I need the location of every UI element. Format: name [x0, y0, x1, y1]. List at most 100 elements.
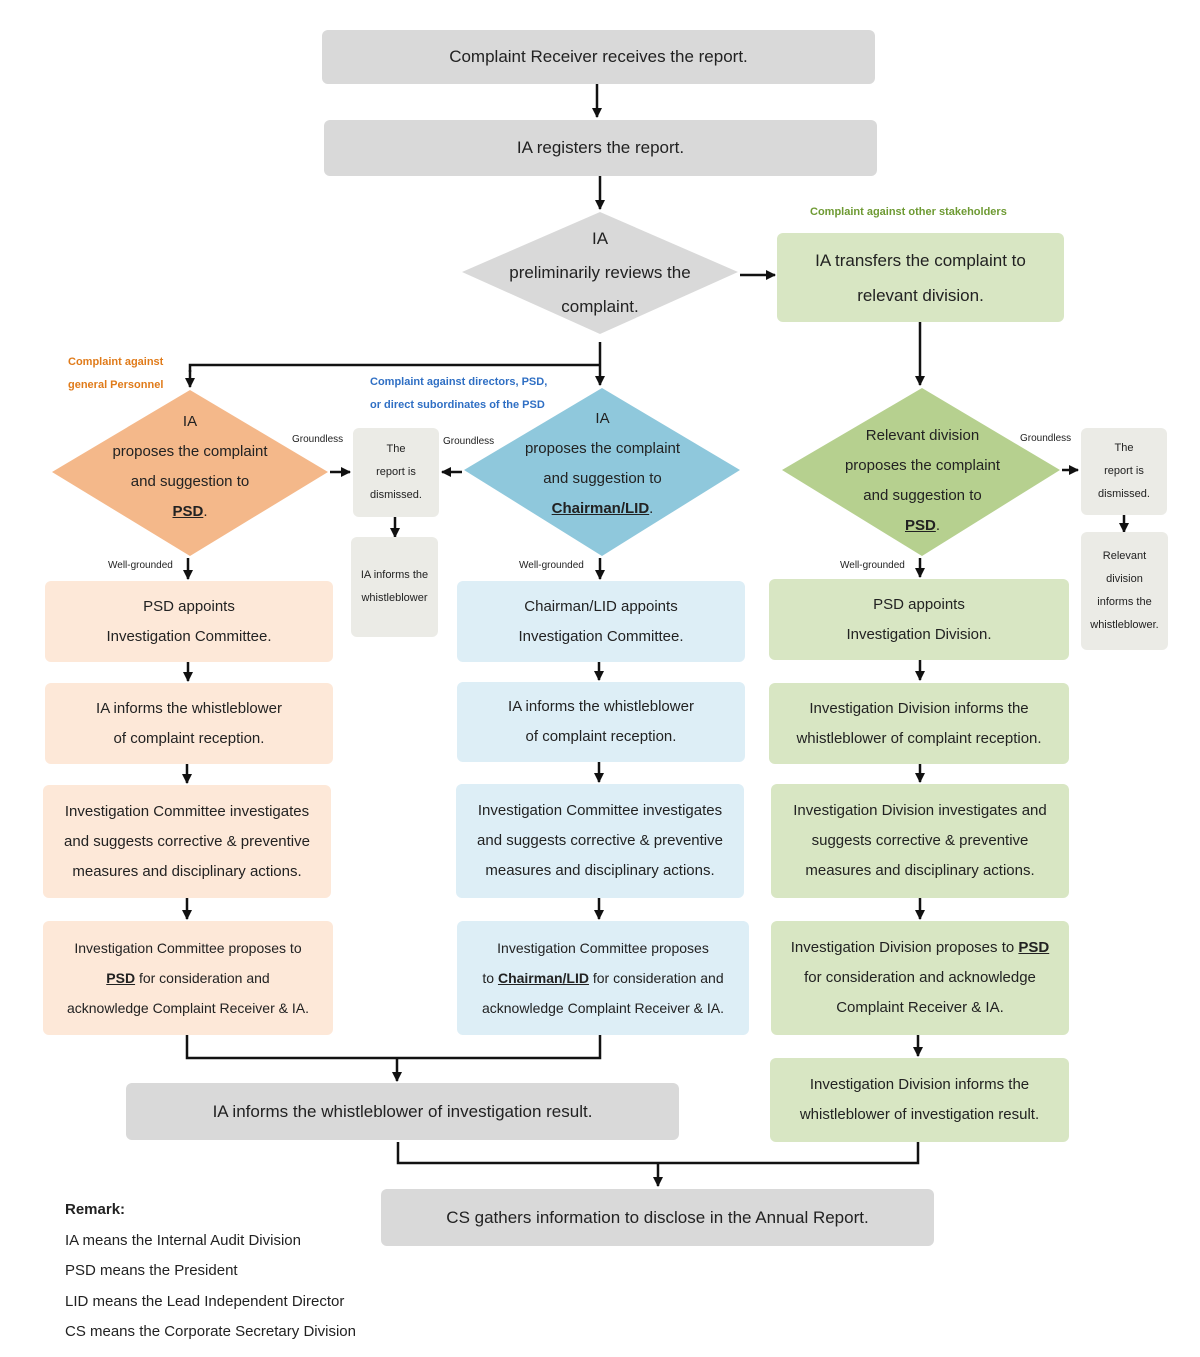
middle-diamond-line-1: IA — [595, 410, 610, 427]
right-diamond-target: PSD — [904, 517, 936, 534]
note-personnel-line-1: Complaint against — [68, 356, 164, 368]
dismissed-right-line-3: dismissed. — [1098, 488, 1150, 500]
dismissed-line-3: dismissed. — [370, 489, 422, 501]
remark-line-psd: PSD means the President — [65, 1262, 238, 1279]
diamond-shapes — [52, 212, 1060, 556]
ia-informs-box: IA informs the whistleblower — [351, 537, 438, 637]
dismissed-right-line-1: The — [1114, 442, 1134, 454]
left-appoint-line-1: PSD appoints — [143, 597, 235, 615]
right-diamond-line-4: PSD. — [904, 517, 940, 534]
right-propose-target: PSD — [1018, 939, 1050, 956]
middle-investigate-line-3: measures and disciplinary actions. — [485, 862, 715, 879]
middle-diamond-line-4: Chairman/LID. — [551, 500, 654, 517]
left-diamond-line-2: proposes the complaint — [112, 443, 268, 460]
division-informs-line-4: whistleblower. — [1090, 619, 1159, 631]
left-investigate-line-1: Investigation Committee investigates — [64, 802, 310, 820]
right-propose-line-3: Complaint Receiver & IA. — [836, 999, 1004, 1016]
cs-box: CS gathers information to disclose in th… — [381, 1189, 934, 1246]
transfer-box: IA transfers the complaint to relevant d… — [777, 233, 1064, 322]
left-inform-box: IA informs the whistleblower of complain… — [45, 683, 333, 764]
left-inform-line-2: of complaint reception. — [113, 729, 265, 747]
remark-block: Remark: IA means the Internal Audit Divi… — [65, 1195, 356, 1348]
right-appoint-line-2: Investigation Division. — [846, 625, 992, 643]
middle-diamond-line-2: proposes the complaint — [524, 440, 681, 457]
left-diamond — [52, 390, 328, 556]
review-line-3: complaint. — [561, 297, 639, 316]
division-informs-line-3: informs the — [1097, 596, 1152, 608]
left-propose-line-1: Investigation Committee proposes to — [74, 940, 302, 956]
right-diamond-line-2: proposes the complaint — [844, 457, 1001, 474]
right-propose-box: Investigation Division proposes to PSD f… — [771, 921, 1069, 1035]
label-groundless-middle: Groundless — [443, 436, 495, 447]
right-result-box: Investigation Division informs the whist… — [770, 1058, 1069, 1142]
left-appoint-line-2: Investigation Committee. — [106, 627, 272, 645]
register-box: IA registers the report. — [324, 120, 877, 176]
division-informs-line-2: division — [1106, 573, 1143, 585]
middle-propose-line-3: acknowledge Complaint Receiver & IA. — [481, 1000, 724, 1016]
middle-inform-line-2: of complaint reception. — [525, 728, 677, 745]
dismissed-line-1: The — [386, 443, 406, 455]
remark-line-ia: IA means the Internal Audit Division — [65, 1231, 301, 1249]
right-diamond — [782, 388, 1060, 556]
right-investigate-line-1: Investigation Division investigates and — [793, 802, 1047, 819]
left-diamond-target: PSD — [172, 503, 204, 520]
line-merge-left-middle — [185, 1035, 602, 1060]
note-directors-line-2: or direct subordinates of the PSD — [370, 399, 545, 411]
left-diamond-line-4: PSD. — [172, 503, 208, 520]
dismissed-box-right: The report is dismissed. — [1081, 428, 1167, 515]
right-inform-line-1: Investigation Division informs the — [809, 699, 1029, 717]
middle-diamond-text: IA proposes the complaint and suggestion… — [490, 404, 715, 524]
division-informs-line-1: Relevant — [1102, 550, 1147, 562]
middle-inform-line-1: IA informs the whistleblower — [508, 698, 694, 715]
cs-text: CS gathers information to disclose in th… — [446, 1207, 869, 1227]
note-directors-line-1: Complaint against directors, PSD, — [370, 376, 548, 388]
label-groundless-left: Groundless — [292, 434, 344, 445]
left-investigate-box: Investigation Committee investigates and… — [43, 785, 331, 898]
left-propose-target: PSD — [106, 970, 136, 986]
middle-investigate-line-2: and suggests corrective & preventive — [477, 832, 723, 849]
ia-informs-line-1: IA informs the — [360, 569, 429, 581]
left-propose-line-2: PSD for consideration and — [106, 963, 269, 993]
left-investigate-line-3: measures and disciplinary actions. — [72, 862, 302, 880]
left-propose-box: Investigation Committee proposes to PSD … — [43, 921, 333, 1035]
left-investigate-line-2: and suggests corrective & preventive — [64, 832, 310, 850]
right-propose-line-1-pre: Investigation Division proposes to — [790, 939, 1015, 956]
right-diamond-text: Relevant division proposes the complaint… — [810, 421, 1035, 541]
right-investigate-line-2: suggests corrective & preventive — [811, 832, 1029, 849]
dismissed-line-2: report is — [376, 466, 416, 478]
right-propose-line-2: for consideration and acknowledge — [804, 969, 1036, 986]
left-diamond-line-1: IA — [182, 413, 198, 430]
ia-informs-line-2: whistleblower — [361, 592, 428, 604]
review-diamond-text: IA preliminarily reviews the complaint. — [470, 222, 730, 324]
transfer-line-2: relevant division. — [857, 285, 984, 305]
middle-diamond-target: Chairman/LID — [551, 500, 650, 517]
note-personnel-line-2: general Personnel — [68, 379, 164, 391]
middle-appoint-box: Chairman/LID appoints Investigation Comm… — [457, 581, 745, 662]
middle-propose-target: Chairman/LID — [497, 970, 589, 986]
review-diamond — [462, 212, 738, 334]
middle-diamond — [464, 388, 740, 556]
receive-text: Complaint Receiver receives the report. — [449, 47, 748, 66]
dismissed-right-line-2: report is — [1104, 465, 1144, 477]
left-diamond-line-3: and suggestion to — [130, 473, 250, 490]
note-stakeholders: Complaint against other stakeholders — [810, 206, 1007, 218]
remark-title: Remark: — [65, 1201, 126, 1218]
middle-propose-box: Investigation Committee proposes to Chai… — [457, 921, 749, 1035]
label-wellgrounded-left: Well-grounded — [108, 560, 173, 571]
left-propose-line-3: acknowledge Complaint Receiver & IA. — [66, 1000, 309, 1016]
label-wellgrounded-right: Well-grounded — [840, 560, 905, 571]
review-line-2: preliminarily reviews the — [509, 263, 691, 282]
right-result-line-2: whistleblower of investigation result. — [799, 1106, 1040, 1123]
transfer-line-1: IA transfers the complaint to — [815, 250, 1026, 270]
left-appoint-box: PSD appoints Investigation Committee. — [45, 581, 333, 662]
middle-propose-line-2: to Chairman/LID for consideration and — [482, 963, 723, 993]
note-directors: Complaint against directors, PSD, or dir… — [370, 371, 547, 417]
line-branch-left — [188, 363, 600, 372]
middle-diamond-line-3: and suggestion to — [543, 470, 662, 487]
receive-box: Complaint Receiver receives the report. — [322, 30, 875, 84]
division-informs-box: Relevant division informs the whistleblo… — [1081, 532, 1168, 650]
left-propose-line-2-rest: for consideration and — [138, 970, 270, 986]
middle-appoint-line-1: Chairman/LID appoints — [524, 597, 678, 615]
